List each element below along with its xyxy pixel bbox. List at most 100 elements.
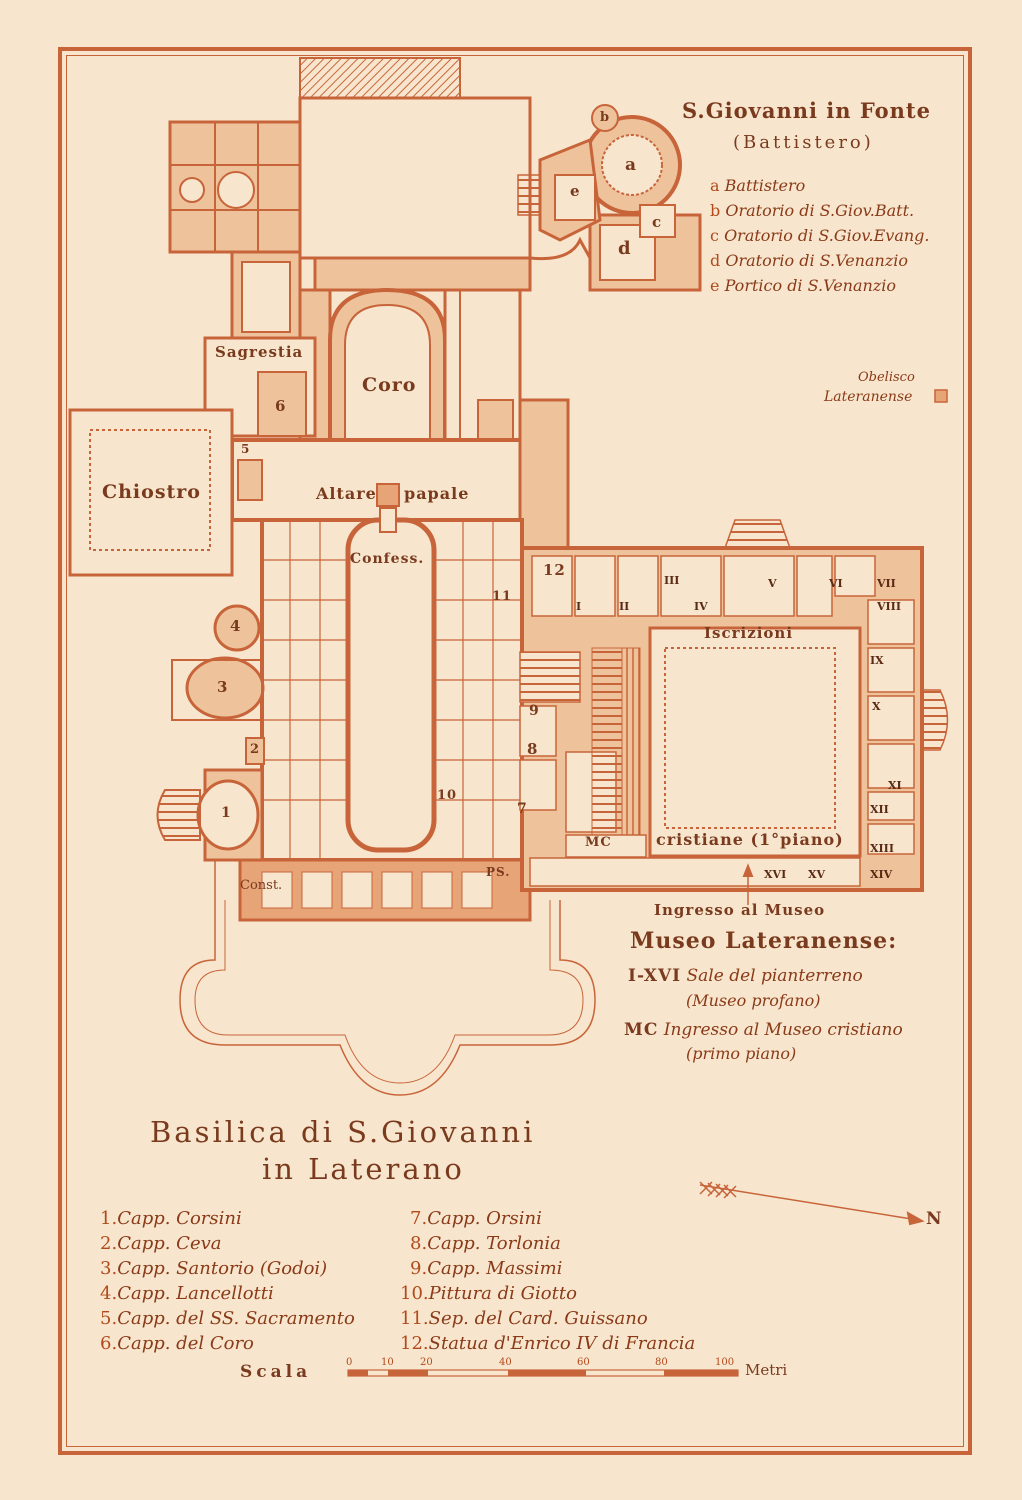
label-chiostro: Chiostro: [102, 481, 201, 503]
legend-text: Sep. del Card. Guissano: [428, 1308, 648, 1329]
legend-item-1: 1.Capp. Corsini: [100, 1210, 242, 1228]
legend-text: Capp. Massimi: [427, 1258, 563, 1279]
legend-key: a: [710, 176, 720, 195]
label-const: Const.: [240, 878, 283, 893]
legend-text: Pittura di Giotto: [428, 1283, 577, 1304]
chapel-number-5: 5: [241, 442, 251, 456]
scale-tick-60: 60: [577, 1357, 590, 1368]
legend-num: 12.: [400, 1333, 429, 1354]
label-mc: MC: [585, 835, 612, 850]
scale-tick-40: 40: [499, 1357, 512, 1368]
legend-num: 8.: [410, 1233, 428, 1254]
legend-text: Capp. Ceva: [117, 1233, 222, 1254]
room-III: III: [664, 574, 680, 587]
scale-unit: Metri: [745, 1361, 788, 1379]
museum-text-2: Ingresso al Museo cristiano: [663, 1020, 903, 1040]
main-title-line-1: Basilica di S.Giovanni: [150, 1115, 536, 1149]
room-XIII: XIII: [870, 842, 894, 855]
chapel-number-9: 9: [529, 703, 540, 719]
legend-item-8: 8.Capp. Torlonia: [410, 1235, 561, 1253]
legend-item-10: 10.Pittura di Giotto: [400, 1285, 577, 1303]
baptistery-subtitle: (Battistero): [733, 132, 874, 153]
legend-num: 3.: [100, 1258, 118, 1279]
letter-d: d: [618, 238, 632, 259]
label-confess: Confess.: [350, 551, 425, 567]
chapel-number-10: 10: [437, 788, 458, 803]
museum-sub-2: (primo piano): [686, 1044, 797, 1063]
room-XII: XII: [870, 803, 889, 816]
legend-text: Capp. Lancellotti: [117, 1283, 274, 1304]
main-title-line-2: in Laterano: [262, 1152, 465, 1186]
label-ps: PS.: [486, 865, 511, 879]
legend-key: d: [710, 251, 721, 270]
legend-num: 2.: [100, 1233, 118, 1254]
label-cristiane: cristiane (1°piano): [656, 830, 844, 849]
legend-num: 5.: [100, 1308, 118, 1329]
legend-key: c: [710, 226, 719, 245]
legend-text: Oratorio di S.Giov.Evang.: [724, 226, 930, 245]
chapel-number-11: 11: [492, 589, 513, 604]
museum-text-1: Sale del pianterreno: [686, 966, 863, 986]
legend-item-2: 2.Capp. Ceva: [100, 1235, 222, 1253]
museum-title: Museo Lateranense:: [630, 928, 898, 954]
room-IV: IV: [694, 600, 708, 613]
chapel-number-6: 6: [275, 397, 287, 415]
legend-item-5: 5.Capp. del SS. Sacramento: [100, 1310, 355, 1328]
chapel-number-1: 1: [221, 805, 232, 821]
room-XI: XI: [888, 779, 902, 792]
map-inner-border: [66, 55, 964, 1447]
room-I: I: [576, 600, 582, 613]
museum-key-1: I-XVI: [628, 966, 682, 986]
legend-text: Battistero: [724, 176, 806, 195]
baptistery-legend-e: e Portico di S.Venanzio: [710, 278, 896, 294]
legend-num: 9.: [410, 1258, 428, 1279]
legend-item-12: 12.Statua d'Enrico IV di Francia: [400, 1335, 695, 1353]
legend-num: 4.: [100, 1283, 118, 1304]
label-iscrizioni: Iscrizioni: [704, 624, 794, 642]
legend-item-3: 3.Capp. Santorio (Godoi): [100, 1260, 327, 1278]
room-V: V: [768, 577, 777, 590]
legend-num: 10.: [400, 1283, 429, 1304]
legend-item-4: 4.Capp. Lancellotti: [100, 1285, 274, 1303]
legend-item-7: 7.Capp. Orsini: [410, 1210, 542, 1228]
chapel-number-8: 8: [527, 740, 539, 758]
legend-num: 1.: [100, 1208, 118, 1229]
baptistery-legend-a: a Battistero: [710, 178, 805, 194]
room-VI: VI: [829, 577, 843, 590]
label-obelisco: Obelisco: [858, 370, 915, 385]
scale-tick-80: 80: [655, 1357, 668, 1368]
label-papale: papale: [404, 484, 470, 503]
baptistery-legend-b: b Oratorio di S.Giov.Batt.: [710, 203, 914, 219]
room-IX: IX: [870, 654, 884, 667]
label-ingresso-museo: Ingresso al Museo: [654, 901, 826, 919]
room-VIII: VIII: [877, 600, 901, 613]
legend-text: Oratorio di S.Giov.Batt.: [725, 201, 915, 220]
room-X: X: [872, 700, 881, 713]
chapel-number-3: 3: [217, 678, 229, 696]
legend-text: Capp. Orsini: [427, 1208, 542, 1229]
chapel-number-7: 7: [517, 801, 528, 817]
museum-line-2: MC Ingresso al Museo cristiano: [624, 1022, 903, 1039]
legend-text: Capp. del Coro: [117, 1333, 254, 1354]
legend-item-11: 11.Sep. del Card. Guissano: [400, 1310, 648, 1328]
scale-tick-0: 0: [346, 1357, 353, 1368]
baptistery-legend-c: c Oratorio di S.Giov.Evang.: [710, 228, 929, 244]
legend-text: Capp. Torlonia: [427, 1233, 561, 1254]
scale-tick-100: 100: [715, 1357, 735, 1368]
museum-key-2: MC: [624, 1020, 659, 1040]
north-portico: [299, 57, 461, 99]
baptistery-legend-d: d Oratorio di S.Venanzio: [710, 253, 908, 269]
scale-tick-20: 20: [420, 1357, 433, 1368]
letter-a: a: [625, 155, 638, 175]
label-sagrestia: Sagrestia: [215, 343, 304, 361]
room-XVI: XVI: [764, 868, 787, 881]
room-XV: XV: [808, 868, 826, 881]
room-II: II: [619, 600, 630, 613]
legend-key: b: [710, 201, 721, 220]
north-label: N: [926, 1209, 943, 1229]
room-XIV: XIV: [870, 868, 893, 881]
legend-text: Oratorio di S.Venanzio: [725, 251, 908, 270]
chapel-number-2: 2: [250, 742, 261, 757]
room-VII: VII: [877, 577, 896, 590]
